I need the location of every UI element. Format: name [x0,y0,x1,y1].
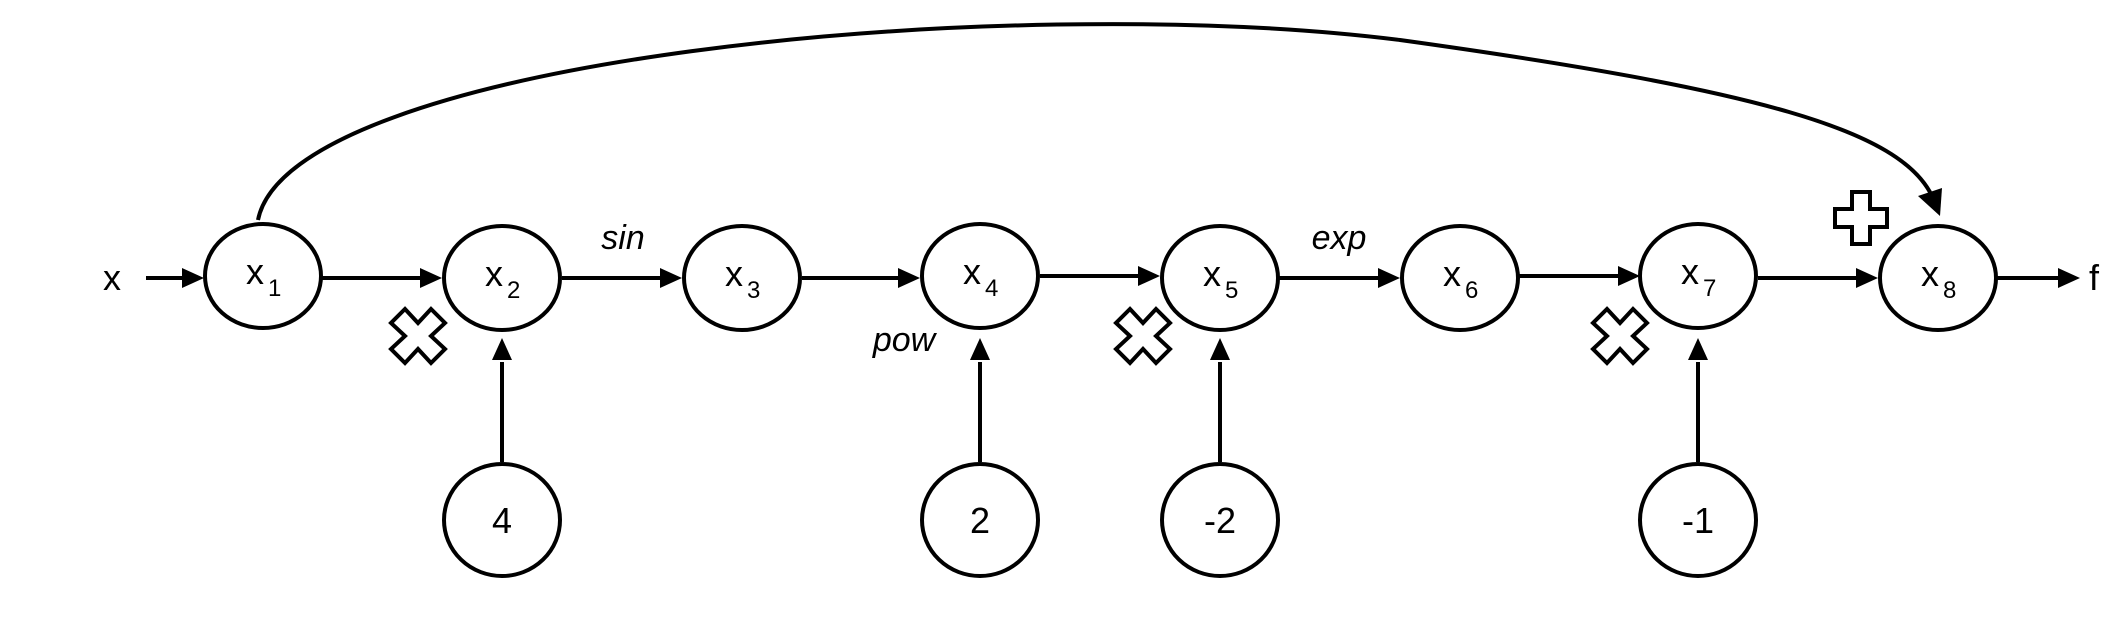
node-x6-base: x [1443,253,1461,294]
arrowhead-x2-x3 [660,268,682,288]
arrowhead-x6-x7 [1618,266,1640,286]
constant-value-4: 4 [492,500,512,541]
edges [146,22,2058,462]
output-label: f [2089,257,2100,298]
arrowhead-const4-x2 [492,338,512,360]
node-x1-base: x [246,251,264,292]
arrowhead-x1-x8-arc [1918,188,1942,216]
arrowhead-x3-x4 [898,268,920,288]
constant-nodes: 4 2 -2 -1 [442,462,1758,578]
constant-value-neg1: -1 [1682,500,1714,541]
arrowhead-input-x1 [182,268,204,288]
arrowhead-x1-x2 [420,268,442,288]
arrowhead-x4-x5 [1138,266,1160,286]
node-x8-base: x [1921,253,1939,294]
constant-node-4: 4 [442,462,562,578]
node-x1: x 1 [203,222,323,330]
node-x2-base: x [485,253,503,294]
node-x4-subscript: 4 [985,275,998,302]
node-x7-subscript: 7 [1703,275,1716,302]
node-x2-subscript: 2 [507,277,520,304]
node-x5: x 5 [1160,224,1280,332]
op-label-sin: sin [601,219,644,257]
multiply-icon [388,306,448,366]
arrowhead-x7-x8 [1856,268,1878,288]
node-x5-subscript: 5 [1225,277,1238,304]
node-x6-subscript: 6 [1465,277,1478,304]
edge-x1-x8-arc [256,22,1934,221]
arrowhead-x8-output [2058,268,2080,288]
node-x8-subscript: 8 [1943,277,1956,304]
node-x7: x 7 [1638,222,1758,330]
node-x5-base: x [1203,253,1221,294]
constant-node-neg1: -1 [1638,462,1758,578]
multiply-icon [1113,306,1173,366]
node-x3: x 3 [682,224,802,332]
arrowhead-const2-x4 [970,338,990,360]
node-x1-subscript: 1 [268,275,281,302]
op-label-exp: exp [1312,219,1367,257]
arrowhead-x5-x6 [1378,268,1400,288]
constant-value-neg2: -2 [1204,500,1236,541]
input-label: x [103,257,121,298]
node-x8: x 8 [1878,224,1998,332]
node-x4-base: x [963,251,981,292]
constant-value-2: 2 [970,500,990,541]
constant-node-2: 2 [920,462,1040,578]
node-x4: x 4 [920,222,1040,330]
operation-labels: sin pow exp [601,219,1366,359]
operation-icons [388,190,1889,366]
node-x2: x 2 [442,224,562,332]
arrowhead-constneg2-x5 [1210,338,1230,360]
node-x6: x 6 [1400,224,1520,332]
plus-icon [1833,190,1889,246]
node-x3-base: x [725,253,743,294]
arrowheads [182,188,2080,360]
multiply-icon [1590,306,1650,366]
constant-node-neg2: -2 [1160,462,1280,578]
node-x3-subscript: 3 [747,277,760,304]
node-x7-base: x [1681,251,1699,292]
op-label-pow: pow [872,321,938,359]
arrowhead-constneg1-x7 [1688,338,1708,360]
nodes: x 1 x 2 x 3 x 4 x 5 x 6 x [203,222,1998,332]
